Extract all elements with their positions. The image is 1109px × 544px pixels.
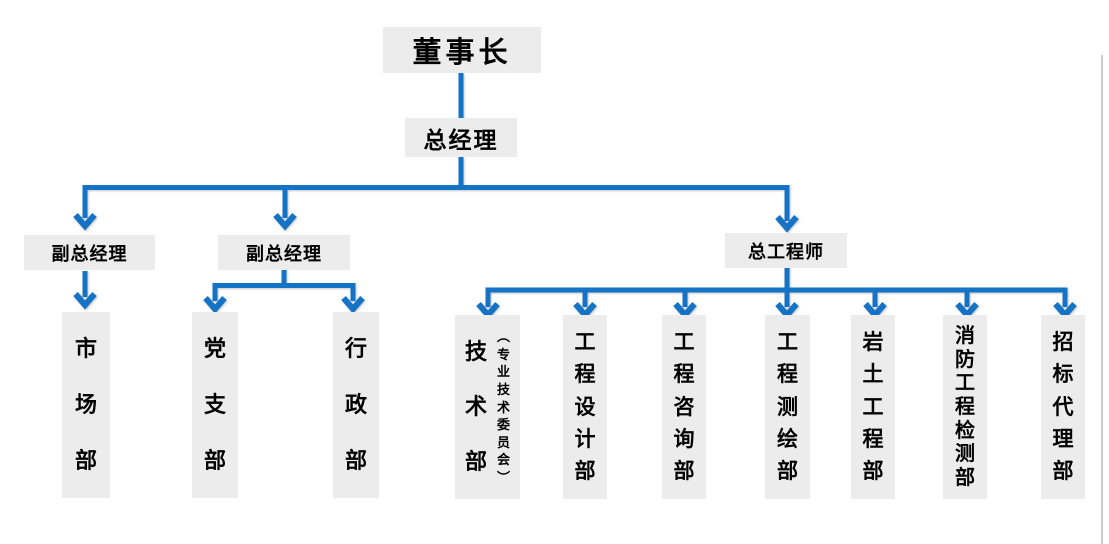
connector-lines [82,73,1068,307]
tech-dept-label: 技术部 [464,339,487,474]
arrowhead-down-icon [203,296,227,314]
bid-agency-dept-label: 招标代理部 [1052,331,1074,483]
node-eng-design-dept: 工程设计部 [563,315,607,499]
node-party-branch: 党支部 [192,312,238,498]
node-admin-dept: 行政部 [333,312,379,498]
node-deputy-gm-2: 副总经理 [218,235,350,270]
eng-consult-dept-label: 工程咨询部 [673,331,695,483]
node-chairman: 董事长 [383,27,541,73]
edge-gm-children-rail [82,185,790,221]
edge-dgm2-children-rail [212,283,356,301]
node-eng-survey-dept: 工程测绘部 [765,315,810,499]
arrowhead-down-icon [775,215,799,233]
admin-dept-label: 行政部 [344,336,367,473]
arrowhead-down-icon [273,213,297,231]
fire-test-dept-label: 消防工程检测部 [955,325,975,489]
party-branch-label: 党支部 [203,336,226,473]
node-fire-test-dept: 消防工程检测部 [943,315,987,499]
node-tech-dept: 技术部 ︵专业技术委员会︶ [455,315,520,499]
eng-design-dept-label: 工程设计部 [574,331,596,483]
node-eng-consult-dept: 工程咨询部 [662,315,706,499]
arrowhead-down-icon [73,213,97,231]
node-deputy-gm-1: 副总经理 [24,235,155,270]
arrowhead-down-icon [73,292,97,310]
geotech-dept-label: 岩土工程部 [862,331,884,483]
node-marketing-dept: 市场部 [62,312,110,498]
edge-ce-children-rail [485,287,1068,307]
arrowhead-down-icon [341,296,365,314]
page-edge-divider [1101,55,1103,544]
node-chief-engineer: 总工程师 [725,233,847,268]
node-geotech-dept: 岩土工程部 [851,315,895,499]
node-bid-agency-dept: 招标代理部 [1041,315,1085,499]
node-general-manager: 总经理 [405,118,517,157]
eng-survey-dept-label: 工程测绘部 [777,331,798,483]
tech-dept-annotation: ︵专业技术委员会︶ [496,329,510,485]
marketing-dept-label: 市场部 [74,336,97,473]
